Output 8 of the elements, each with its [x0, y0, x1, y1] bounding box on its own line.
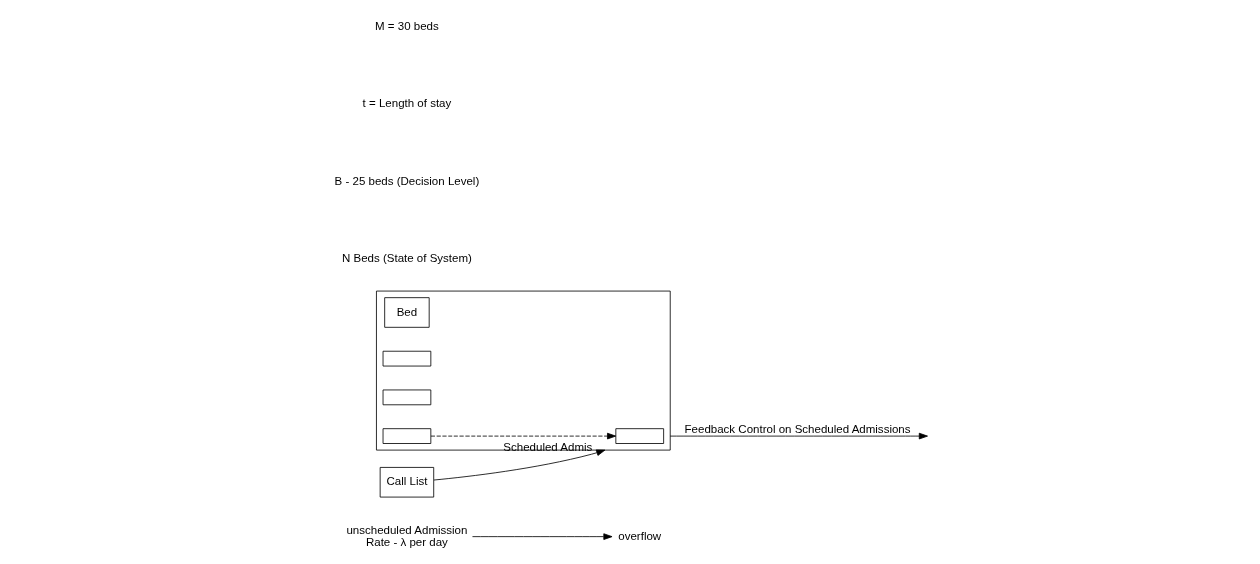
edge-label: Scheduled Admis	[502, 441, 592, 454]
label: N Beds (State of System)	[341, 251, 472, 264]
node-text: unscheduled Admission Rate - λ per day	[345, 523, 467, 548]
label: M = 30 beds	[374, 19, 439, 32]
edge-label: Feedback Control on Scheduled Admissions	[684, 422, 911, 435]
label: B - 25 beds (Decision Level)	[334, 174, 479, 187]
node-text: overflow	[617, 529, 661, 542]
label: t = Length of stay	[362, 97, 451, 110]
